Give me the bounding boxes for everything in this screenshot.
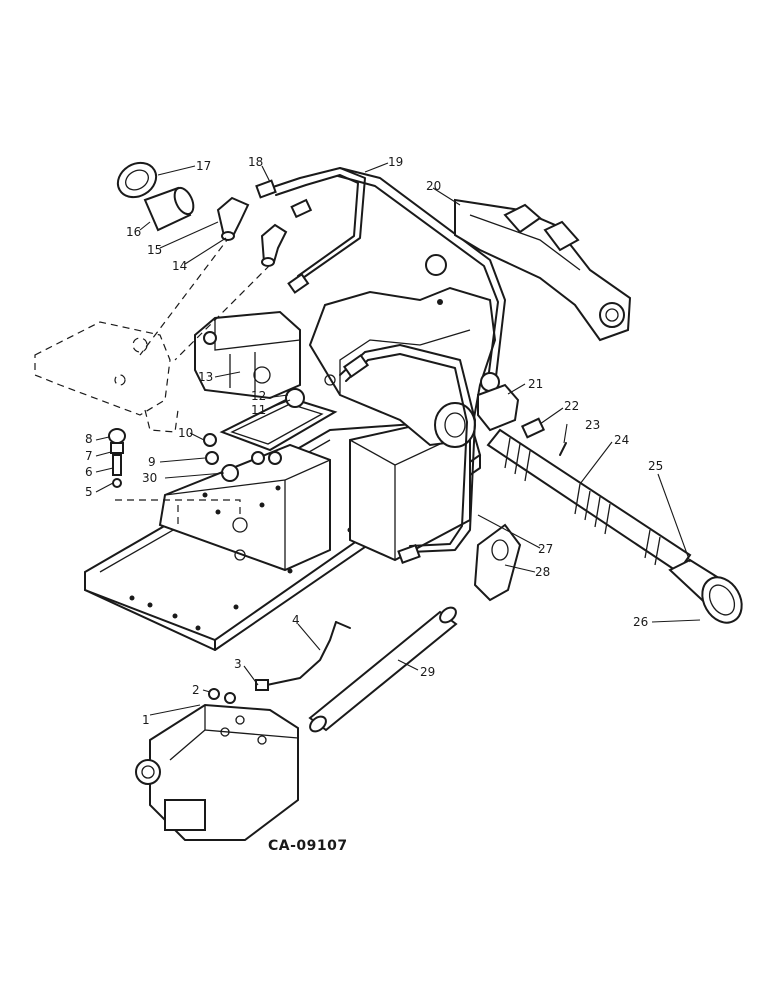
callout-3: 3 — [234, 657, 242, 671]
lift-arm-assembly — [425, 198, 632, 342]
tube-bracket — [473, 523, 522, 602]
callout-19: 19 — [388, 155, 403, 169]
tube-fittings — [255, 179, 500, 564]
callout-18: 18 — [248, 155, 263, 169]
callout-12: 12 — [251, 389, 266, 403]
hydraulic-tubes — [269, 167, 506, 553]
callout-23: 23 — [585, 418, 600, 432]
callout-8: 8 — [85, 432, 93, 446]
callout-10: 10 — [178, 426, 193, 440]
callout-5: 5 — [85, 485, 93, 499]
callout-13: 13 — [198, 370, 213, 384]
rod-and-fitting — [255, 621, 351, 691]
callout-26: 26 — [633, 615, 648, 629]
callout-16: 16 — [126, 225, 141, 239]
bushing-and-seal — [116, 161, 195, 232]
elbow-fittings — [216, 196, 288, 267]
callout-27: 27 — [538, 542, 553, 556]
callout-21: 21 — [528, 377, 543, 391]
callout-25: 25 — [648, 459, 663, 473]
callout-2: 2 — [192, 683, 200, 697]
callout-4: 4 — [292, 613, 300, 627]
pins — [520, 417, 567, 456]
callout-15: 15 — [147, 243, 162, 257]
callout-29: 29 — [420, 665, 435, 679]
plugs — [208, 688, 236, 704]
callout-9: 9 — [148, 455, 156, 469]
phantom-bracket — [34, 321, 179, 433]
leader-lines — [95, 162, 701, 716]
control-valve — [194, 310, 301, 400]
fitting-block — [477, 383, 520, 432]
small-parts-stack — [108, 428, 126, 488]
callout-7: 7 — [85, 449, 93, 463]
center-housing-box — [158, 443, 331, 572]
pump-housing — [135, 703, 299, 841]
callout-6: 6 — [85, 465, 93, 479]
callout-22: 22 — [564, 399, 579, 413]
callout-20: 20 — [426, 179, 441, 193]
callout-11: 11 — [251, 403, 266, 417]
washers — [203, 433, 282, 482]
filler-tube — [308, 606, 458, 733]
axle-shaft — [486, 428, 692, 574]
callout-1: 1 — [142, 713, 150, 727]
callout-24: 24 — [614, 433, 629, 447]
drawing-number: CA-09107 — [268, 838, 348, 854]
callout-17: 17 — [196, 159, 211, 173]
callout-labels: 1 2 3 4 5 6 7 8 9 10 11 12 13 14 15 16 1… — [85, 155, 663, 727]
sleeve-and-seal — [668, 558, 743, 624]
callout-30: 30 — [142, 471, 157, 485]
callout-28: 28 — [535, 565, 550, 579]
callout-14: 14 — [172, 259, 187, 273]
